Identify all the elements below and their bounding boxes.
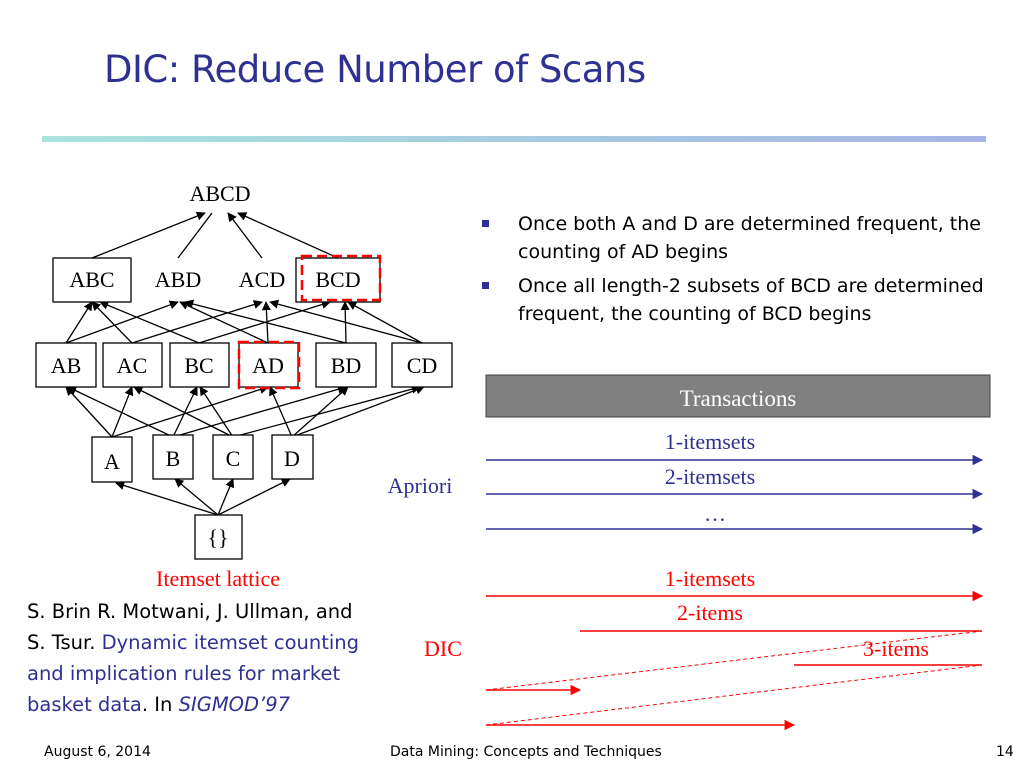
lattice-node-cd-box [391, 342, 453, 388]
lattice-node-b: B [166, 446, 181, 471]
lattice-node-a-box [91, 436, 133, 483]
title-divider [42, 136, 986, 142]
transactions-header: Transactions [680, 386, 797, 411]
lattice-node-bc-box [169, 342, 230, 388]
apriori-row-1: 1-itemsets [665, 429, 755, 454]
lattice-node-abc: ABC [69, 267, 114, 292]
bullet-list: Once both A and D are determined frequen… [482, 210, 1002, 334]
lattice-node-ac-box [102, 342, 163, 388]
lattice-node-bc: BC [184, 353, 213, 378]
lattice-node-ab-box [35, 342, 97, 388]
slide-title: DIC: Reduce Number of Scans [104, 48, 646, 91]
lattice-node-ab: AB [51, 353, 82, 378]
lattice-node-acd: ACD [239, 267, 285, 292]
lattice-node-d: D [284, 446, 300, 471]
citation-paper-title: Dynamic itemset counting and implication… [27, 631, 360, 716]
dic-row-3: 3-items [863, 636, 929, 661]
bullet-item: Once all length-2 subsets of BCD are det… [482, 272, 1002, 328]
lattice-node-abc-box [52, 257, 132, 303]
dic-wrap-3 [485, 664, 983, 726]
bullet-text: Once both A and D are determined frequen… [518, 213, 981, 263]
bullet-item: Once both A and D are determined frequen… [482, 210, 1002, 266]
lattice-node-c: C [226, 446, 241, 471]
citation-in: . In [141, 693, 179, 716]
lattice-node-ad: AD [252, 353, 284, 378]
lattice-node-a: A [104, 449, 120, 474]
dic-wrap-2 [485, 630, 983, 691]
apriori-row-2: 2-itemsets [665, 464, 755, 489]
footer-title: Data Mining: Concepts and Techniques [390, 744, 662, 760]
citation-authors: S. Brin R. Motwani, J. Ullman, and S. Ts… [27, 600, 353, 654]
lattice-node-abcd: ABCD [189, 181, 250, 206]
page-number: 14 [996, 744, 1014, 760]
lattice-caption: Itemset lattice [156, 566, 280, 591]
lattice-node-abd: ABD [155, 267, 201, 292]
lattice-node-c-box [212, 434, 254, 480]
apriori-label: Apriori [388, 473, 453, 498]
lattice-node-b-box [152, 434, 194, 480]
lattice-node-ac: AC [117, 353, 148, 378]
dic-row-2: 2-items [677, 600, 743, 625]
lattice-edges [65, 211, 425, 516]
lattice-node-cd: CD [407, 353, 438, 378]
footer-date: August 6, 2014 [44, 744, 151, 760]
apriori-row-3: … [704, 501, 726, 526]
lattice-node-bd-box [315, 342, 377, 388]
square-bullet-icon [482, 220, 489, 227]
lattice-node-ad-box [238, 342, 299, 388]
highlight-bcd [300, 254, 382, 302]
bullet-text: Once all length-2 subsets of BCD are det… [518, 275, 984, 325]
transactions-header-box [485, 374, 991, 418]
highlight-ad [237, 340, 301, 390]
lattice-node-bd: BD [331, 353, 362, 378]
lattice-node-bcd-box [295, 257, 381, 303]
citation: S. Brin R. Motwani, J. Ullman, and S. Ts… [27, 596, 377, 720]
lattice-node-bcd: BCD [315, 267, 360, 292]
dic-label: DIC [424, 636, 462, 661]
lattice-node-empty-box [194, 514, 243, 560]
citation-venue: SIGMOD’97 [178, 693, 291, 716]
lattice-node-d-box [271, 434, 314, 480]
square-bullet-icon [482, 282, 489, 289]
lattice-node-empty: {} [207, 525, 228, 550]
dic-row-1: 1-itemsets [665, 566, 755, 591]
